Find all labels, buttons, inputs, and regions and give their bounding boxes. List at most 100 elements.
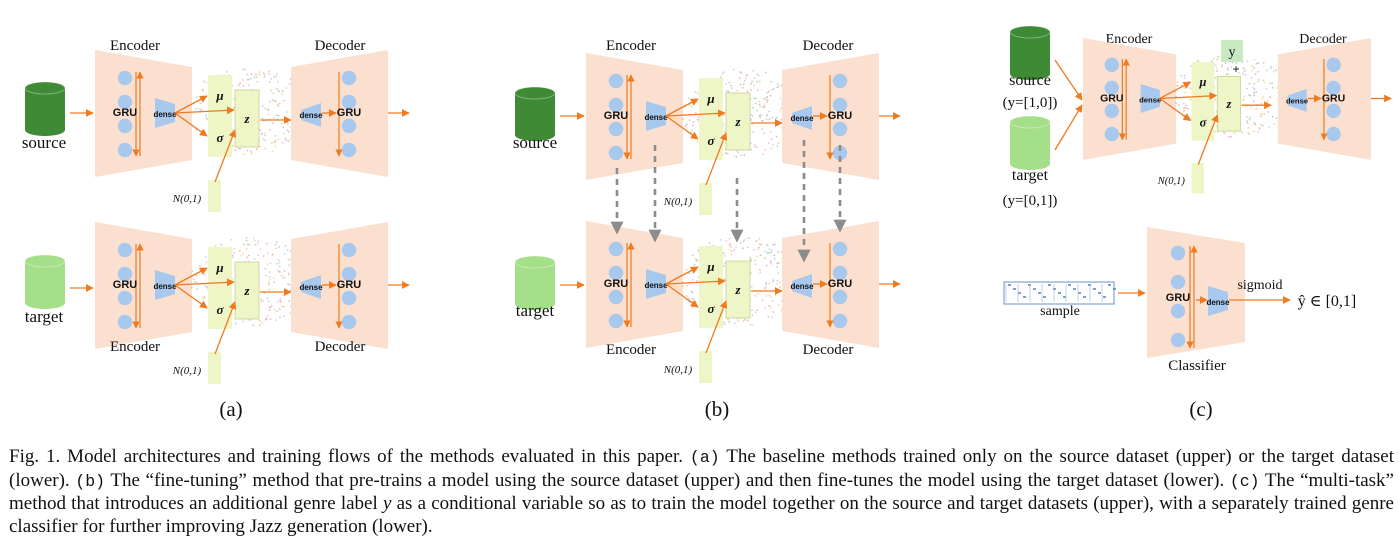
latent-point: [201, 129, 204, 132]
latent-point: [779, 109, 781, 112]
latent-point: [268, 72, 271, 75]
latent-point: [242, 252, 245, 255]
latent-point: [259, 248, 262, 251]
latent-point: [759, 271, 762, 274]
latent-point: [206, 118, 208, 121]
latent-point: [261, 322, 263, 324]
flow-arrow: [214, 129, 237, 183]
latent-point: [762, 106, 765, 109]
latent-point: [250, 152, 253, 154]
latent-point: [735, 155, 738, 158]
gru-label: GRU: [1166, 292, 1191, 304]
latent-point: [268, 306, 271, 309]
flow-arrow: [1197, 114, 1219, 165]
latent-point: [719, 238, 722, 241]
latent-point: [1251, 65, 1254, 68]
latent-point: [1175, 95, 1177, 98]
latent-point: [1182, 102, 1185, 105]
latent-point: [722, 252, 725, 255]
latent-point: [1183, 74, 1186, 77]
latent-point: [1175, 102, 1177, 105]
latent-point: [730, 84, 732, 87]
latent-point: [769, 304, 772, 307]
sigmoid-label: sigmoid: [1237, 278, 1282, 293]
latent-point: [242, 243, 245, 246]
latent-point: [757, 74, 760, 77]
latent-point: [767, 142, 770, 145]
caption-intro: Fig. 1. Model architectures and training…: [9, 446, 683, 467]
latent-point: [243, 153, 246, 155]
latent-point: [273, 141, 276, 144]
latent-point: [753, 97, 756, 100]
latent-point: [278, 308, 281, 311]
latent-point: [287, 258, 289, 261]
latent-point: [267, 70, 270, 73]
latent-point: [1247, 126, 1250, 129]
latent-point: [774, 294, 777, 297]
latent-point: [289, 125, 291, 128]
latent-point: [283, 315, 285, 318]
sigma-box: [208, 288, 232, 329]
latent-point: [688, 297, 690, 300]
latent-point: [199, 108, 201, 111]
latent-point: [1217, 55, 1220, 58]
flow-arrow: [1054, 59, 1083, 101]
latent-point: [1244, 69, 1247, 72]
latent-point: [195, 274, 198, 277]
latent-point: [761, 299, 764, 302]
latent-point: [775, 116, 778, 119]
latent-point: [691, 254, 694, 257]
latent-point: [260, 298, 262, 301]
latent-point: [246, 73, 249, 76]
prediction-label: ŷ ∈ [0,1]: [1298, 293, 1357, 310]
latent-point: [201, 89, 204, 92]
latent-point: [742, 240, 745, 243]
latent-point: [286, 111, 288, 113]
flow-arrow: [665, 98, 699, 117]
latent-point: [744, 318, 746, 321]
latent-point: [1216, 70, 1218, 72]
latent-point: [750, 285, 753, 288]
latent-point: [724, 262, 726, 265]
latent-point: [768, 282, 771, 285]
encoder-dense-block: [646, 269, 666, 299]
latent-point: [261, 104, 264, 107]
flow-arrow: [665, 283, 699, 308]
latent-point: [730, 253, 733, 256]
gru-label: GRU: [113, 107, 138, 119]
latent-point: [1231, 61, 1234, 64]
latent-point: [755, 239, 758, 242]
latent-point: [776, 83, 779, 85]
gru-label: GRU: [828, 278, 853, 290]
latent-point: [766, 99, 769, 102]
sigma-label: σ: [216, 130, 224, 145]
latent-point: [767, 90, 770, 93]
latent-point: [685, 123, 688, 126]
latent-point: [756, 73, 759, 76]
encoder-gru-node: [608, 241, 624, 257]
latent-point: [1226, 67, 1229, 70]
latent-point: [270, 78, 273, 80]
latent-point: [1253, 91, 1255, 94]
caption-tag-a: (a): [689, 448, 720, 467]
latent-point: [775, 265, 778, 268]
latent-point: [268, 80, 271, 83]
decoder-title: Decoder: [1299, 32, 1347, 47]
latent-point: [253, 237, 255, 240]
caption-tag-c: (c): [1229, 471, 1260, 491]
latent-point: [1253, 58, 1256, 61]
latent-point: [247, 84, 250, 86]
encoder-gru-node: [608, 145, 624, 161]
latent-point: [287, 283, 289, 285]
latent-point: [246, 149, 249, 152]
encoder-gru-node: [117, 70, 133, 86]
latent-point: [1259, 115, 1262, 118]
latent-point: [752, 69, 755, 72]
target-dataset-cylinder-body: [25, 261, 65, 309]
latent-point: [257, 241, 260, 244]
latent-point: [768, 294, 771, 297]
latent-point: [778, 286, 781, 288]
latent-point: [756, 80, 758, 83]
latent-point: [738, 77, 741, 79]
latent-point: [250, 77, 252, 80]
